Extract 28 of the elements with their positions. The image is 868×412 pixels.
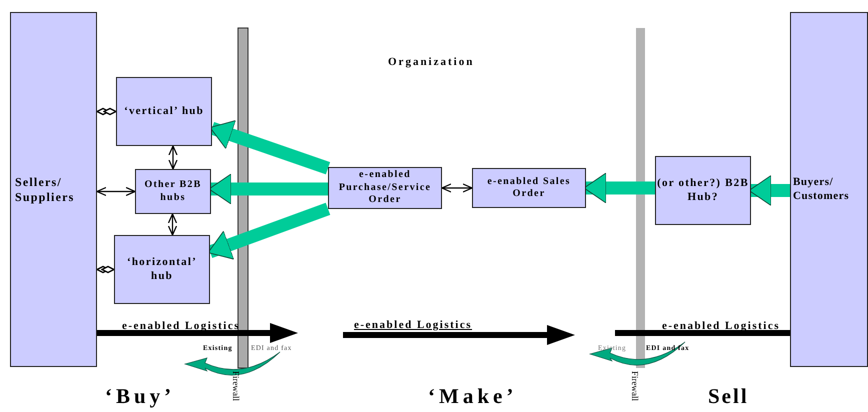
section-heading: Sell — [708, 384, 749, 409]
connector-arrow — [168, 213, 178, 236]
node-label: Buyers/ Customers — [793, 176, 850, 204]
hub-box — [116, 77, 212, 146]
node-label: Other B2B hubs — [143, 179, 202, 204]
node-label: (or other?) B2B Hub? — [656, 176, 750, 204]
firewall-label: Firewall — [630, 371, 640, 401]
hub-box — [472, 168, 586, 208]
firewall-label: Firewall — [231, 371, 241, 401]
node-label: ‘vertical’ hub — [124, 104, 204, 118]
section-heading: ‘Make’ — [428, 384, 518, 409]
logistics-label: e-enabled Logistics — [662, 320, 780, 332]
node-label: e-enabled Sales Order — [486, 176, 572, 200]
connector-arrow — [441, 183, 473, 193]
hub-box — [135, 169, 211, 214]
node-label: ‘horizontal’ hub — [126, 256, 198, 284]
party-block — [10, 12, 97, 367]
hub-box — [114, 235, 210, 304]
section-heading: ‘Buy’ — [105, 384, 176, 409]
logistics-label: e-enabled Logistics — [354, 319, 472, 331]
hub-box — [655, 156, 751, 225]
hub-box — [328, 167, 442, 209]
title-label: Organization — [388, 56, 474, 68]
connector-arrow — [168, 145, 178, 170]
node-label: Sellers/ Suppliers — [15, 174, 76, 204]
party-block — [790, 12, 868, 367]
node-label: e-enabled Purchase/Service Order — [338, 169, 432, 207]
connector-arrow — [96, 186, 136, 196]
